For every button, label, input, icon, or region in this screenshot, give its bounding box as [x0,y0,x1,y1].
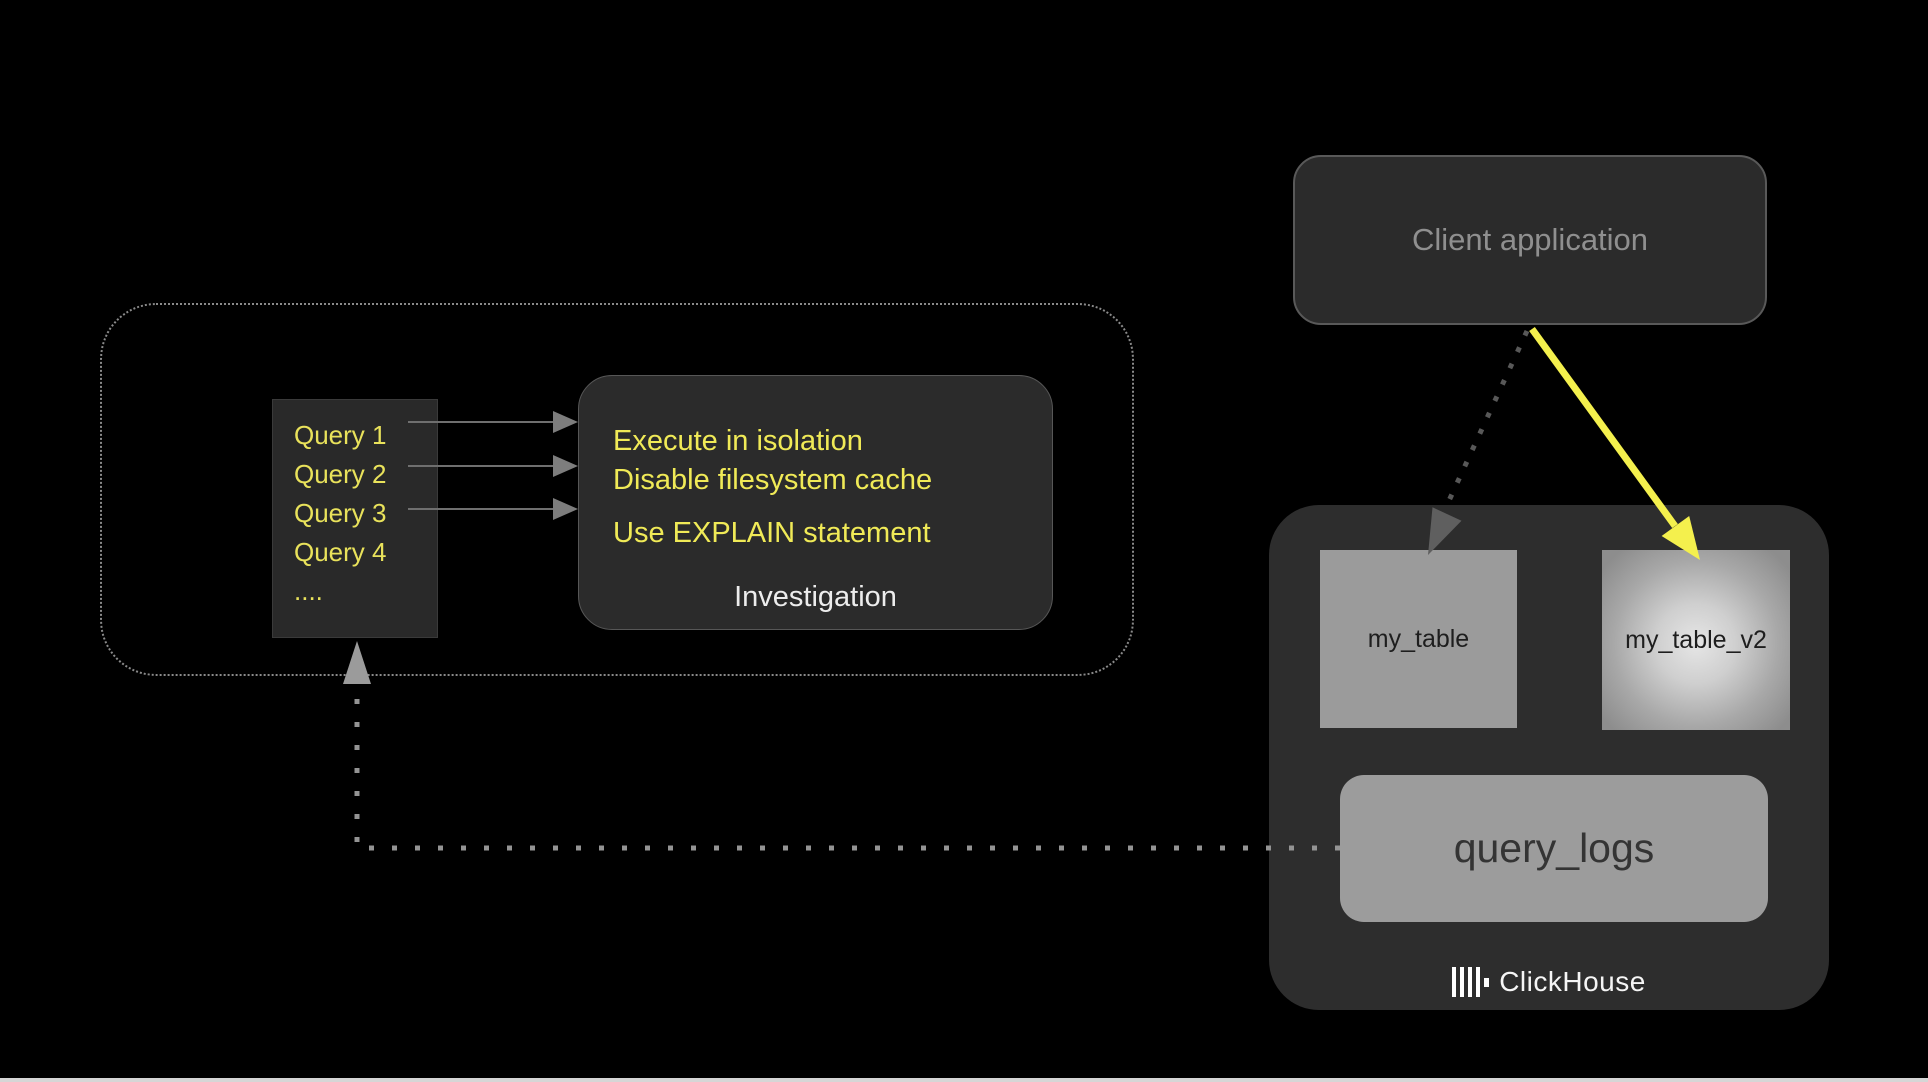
clickhouse-brand: ClickHouse [1269,966,1829,998]
query-item: Query 1 [294,420,387,450]
query-item: Query 4 [294,537,387,567]
query-list-node: Query 1 Query 2 Query 3 Query 4 .... [272,399,438,638]
investigation-tip: Execute in isolation [613,425,863,457]
my-table-v2-node: my_table_v2 [1602,550,1790,730]
investigation-group-outline [100,303,1134,676]
client-application-node: Client application [1293,155,1767,325]
query-logs-label: query_logs [1453,825,1655,871]
query-item: Query 3 [294,498,387,528]
my-table-v2-label: my_table_v2 [1625,625,1767,654]
investigation-tip: Disable filesystem cache [613,464,933,496]
bottom-edge-strip [0,1078,1928,1082]
investigation-node: Execute in isolation Disable filesystem … [578,375,1053,630]
query-item-ellipsis: .... [294,576,323,606]
clickhouse-container: my_table my_table_v2 query_logs ClickHou… [1269,505,1829,1010]
clickhouse-brand-label: ClickHouse [1499,966,1646,997]
query-item: Query 2 [294,459,387,489]
investigation-tips: Execute in isolation Disable filesystem … [579,376,1052,553]
investigation-tip: Use EXPLAIN statement [613,517,931,549]
my-table-label: my_table [1367,624,1470,653]
client-application-label: Client application [1411,222,1649,257]
investigation-node-label: Investigation [734,581,897,613]
query-logs-node: query_logs [1340,775,1768,922]
my-table-node: my_table [1320,550,1517,728]
clickhouse-logo-icon [1452,967,1490,997]
